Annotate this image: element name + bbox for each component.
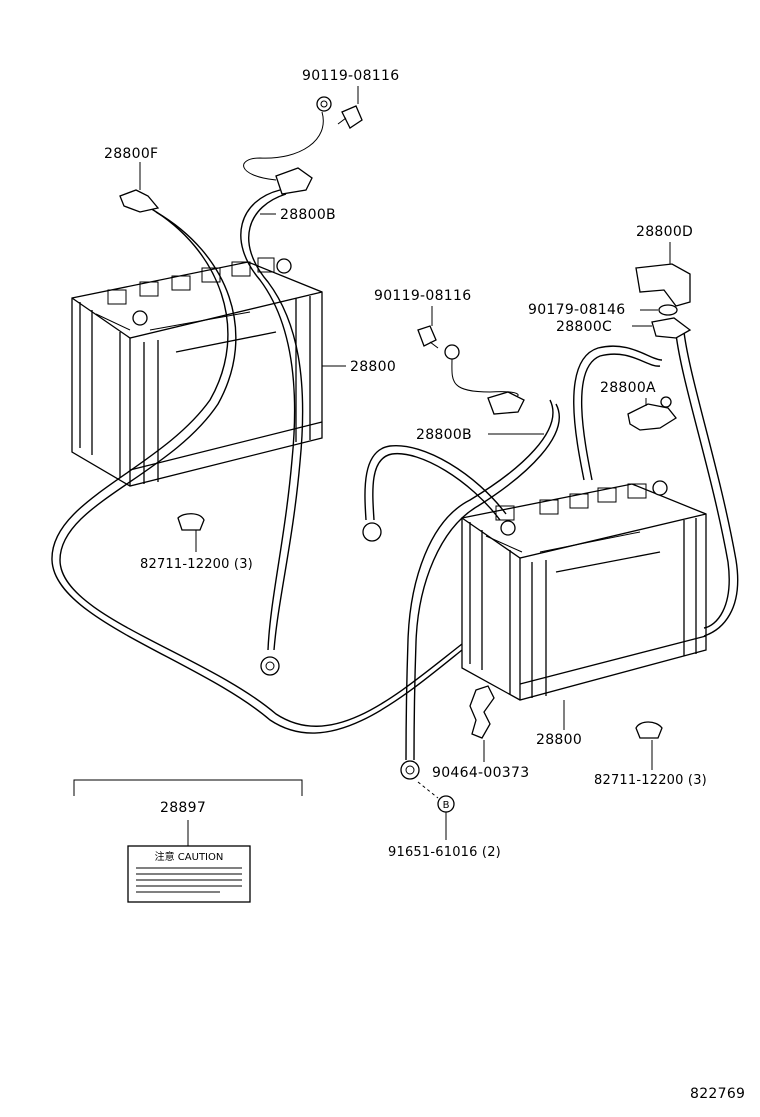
b-marker: B	[443, 800, 450, 811]
label-cable-b-right: 28800B	[416, 427, 472, 443]
label-battery-right: 28800	[536, 732, 582, 748]
label-terminal-f: 28800F	[104, 146, 158, 162]
label-clip-left: 82711-12200 (3)	[140, 557, 253, 572]
label-battery-left: 28800	[350, 359, 396, 375]
caution-title: 注意 CAUTION	[155, 850, 224, 863]
label-bolt-top: 90119-08116	[302, 68, 399, 84]
label-bolt-mid: 90119-08116	[374, 288, 471, 304]
cables	[51, 96, 739, 780]
label-caution-part: 28897	[160, 800, 206, 816]
label-washer: 90179-08146	[528, 302, 625, 318]
leader-lines	[139, 86, 671, 846]
label-bolt-b: 91651-61016 (2)	[388, 845, 501, 860]
caution-section: 注意 CAUTION	[73, 779, 303, 903]
label-clip-right: 82711-12200 (3)	[594, 773, 707, 788]
part-labels: 90119-08116 28800F 28800B 28800D 90119-0…	[104, 68, 707, 860]
label-terminal-a: 28800A	[600, 380, 656, 396]
battery-left	[71, 257, 323, 487]
diagram-id: 822769	[690, 1086, 745, 1102]
small-parts: B	[119, 105, 692, 813]
label-nut: 90464-00373	[432, 765, 529, 781]
label-cable-b-left: 28800B	[280, 207, 336, 223]
label-clamp-c: 28800C	[556, 319, 612, 335]
label-cover-d: 28800D	[636, 224, 693, 240]
battery-right	[461, 480, 707, 701]
